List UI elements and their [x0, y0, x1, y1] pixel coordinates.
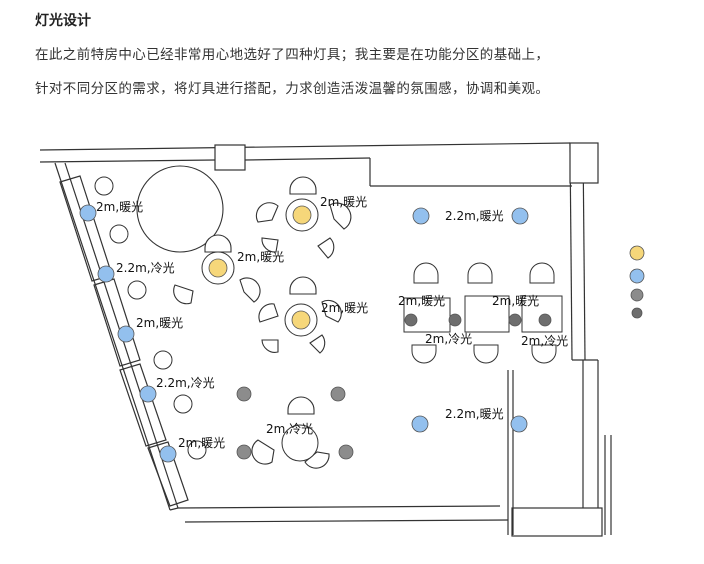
intro-line-2: 针对不同分区的需求，将灯具进行搭配，力求创造活泼温馨的氛围感，协调和美观。: [35, 81, 550, 97]
label-cool-5: 2m,冷光: [521, 334, 568, 348]
label-warm-5: 2m,暖光: [321, 301, 368, 315]
label-warm-7: 2.2m,暖光: [445, 209, 504, 223]
label-warm-4: 2m,暖光: [136, 316, 183, 330]
label-cool-3: 2m,冷光: [266, 422, 313, 436]
cool-lamp-1: [79, 204, 97, 222]
cool-lamps: [79, 204, 529, 463]
cool-lamp-3: [117, 325, 135, 343]
label-warm-2: 2m,暖光: [96, 200, 143, 214]
legend-darkgray-swatch: [631, 307, 643, 319]
gray-lamps: [236, 313, 552, 460]
cool-lamp-2: [97, 265, 115, 283]
section-title: 灯光设计: [35, 13, 91, 29]
chairs: [94, 176, 207, 460]
cool-lamp-4: [139, 385, 157, 403]
label-warm-8: 2m,暖光: [398, 294, 445, 308]
intro-line-1: 在此之前特房中心已经非常用心地选好了四种灯具；我主要是在功能分区的基础上，: [35, 47, 550, 63]
label-warm-10: 2.2m,暖光: [445, 407, 504, 421]
armchairs: [173, 176, 352, 469]
legend: [629, 245, 645, 319]
legend-cool-swatch: [629, 268, 645, 284]
cool-lamp-6: [412, 207, 430, 225]
label-cool-4: 2m,冷光: [425, 332, 472, 346]
label-warm-3: 2m,暖光: [237, 250, 284, 264]
dining-area: [403, 262, 563, 364]
label-warm-1: 2m,暖光: [320, 195, 367, 209]
large-round-table: [136, 165, 224, 253]
label-warm-6: 2m,暖光: [178, 436, 225, 450]
cool-lamp-9: [510, 415, 528, 433]
label-cool-2: 2.2m,冷光: [156, 376, 215, 390]
walls: [39, 142, 612, 537]
cool-lamp-7: [511, 207, 529, 225]
legend-warm-swatch: [629, 245, 645, 261]
legend-gray-swatch: [630, 288, 644, 302]
cool-lamp-5: [159, 445, 177, 463]
warm-lamp-3: [291, 310, 311, 330]
label-warm-9: 2m,暖光: [492, 294, 539, 308]
warm-lamp-1: [292, 205, 312, 225]
warm-lamps: [208, 205, 312, 330]
label-cool-1: 2.2m,冷光: [116, 261, 175, 275]
warm-lamp-2: [208, 258, 228, 278]
cool-lamp-8: [411, 415, 429, 433]
